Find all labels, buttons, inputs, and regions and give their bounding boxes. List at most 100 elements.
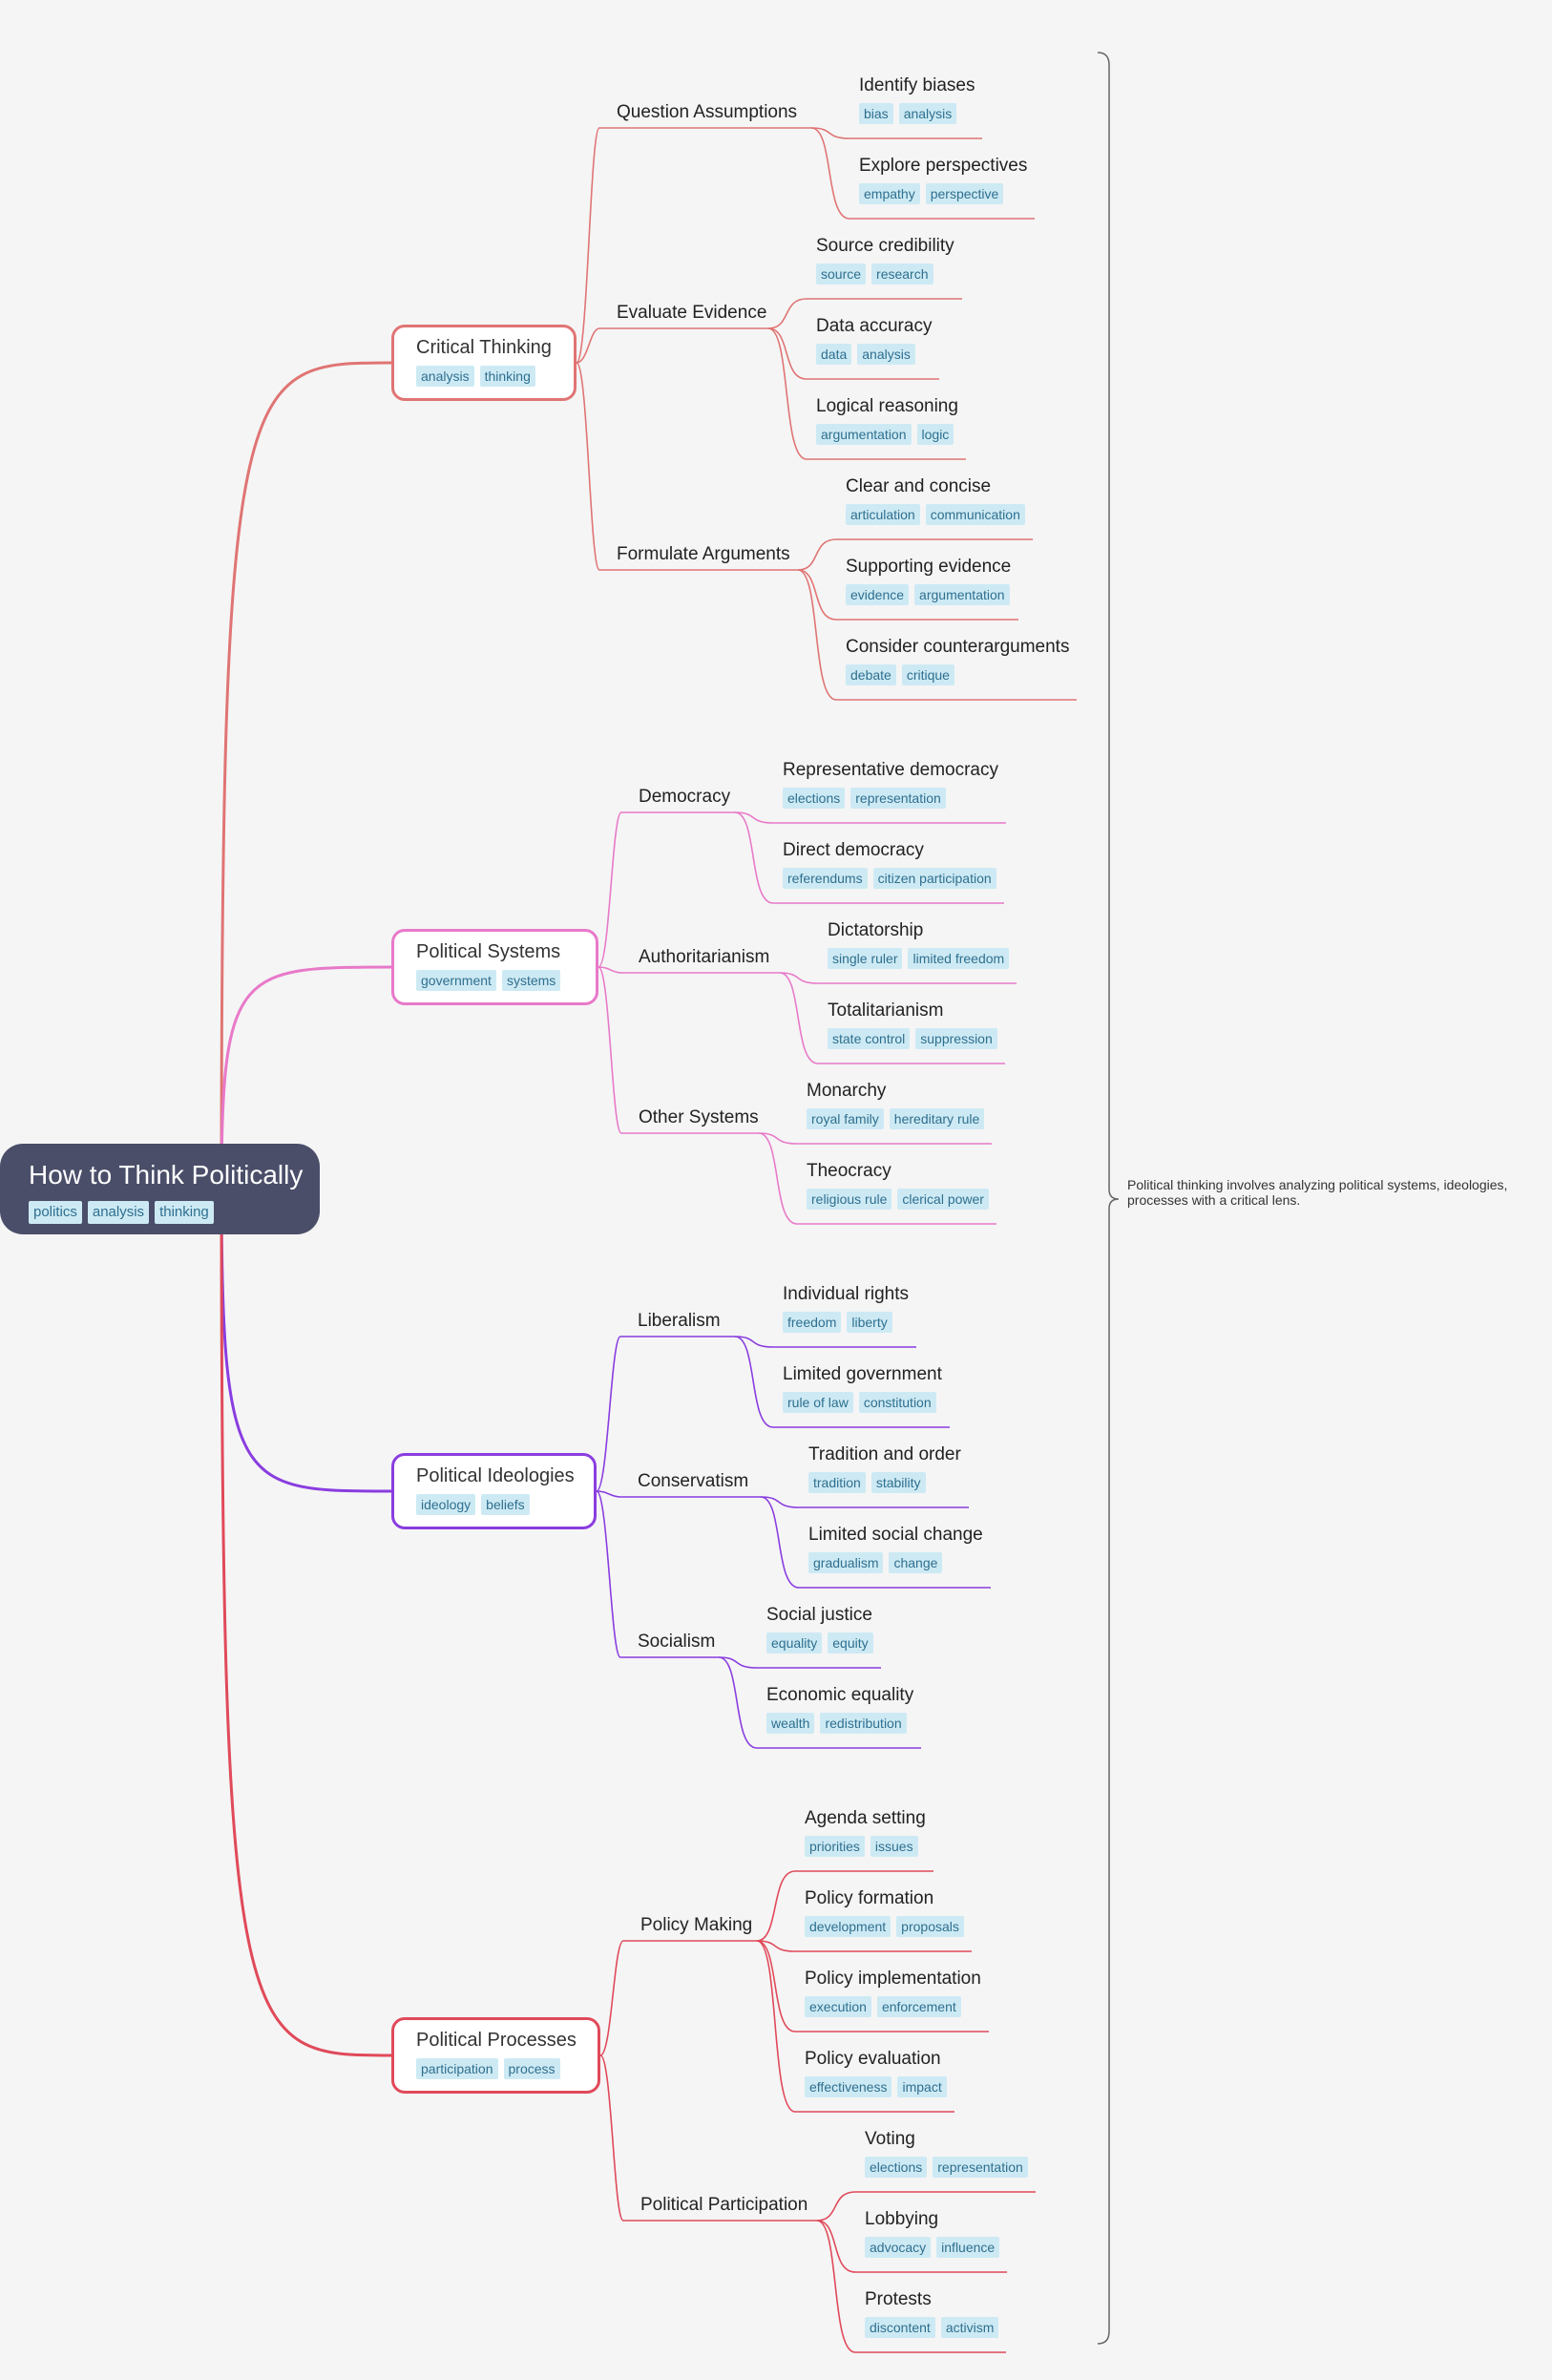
subtopic-conservatism[interactable]: Conservatism	[638, 1471, 749, 1491]
tag: religious rule	[807, 1189, 892, 1210]
connector	[760, 1496, 991, 1589]
tag: perspective	[925, 183, 1004, 204]
tag: research	[871, 263, 933, 284]
tag: discontent	[865, 2317, 935, 2338]
leaf-title: Lobbying	[865, 2209, 939, 2229]
leaf-title: Dictatorship	[828, 920, 924, 940]
summary-line: Political thinking involves analyzing po…	[1127, 1177, 1508, 1192]
connector	[760, 1496, 969, 1508]
tag: constitution	[858, 1392, 936, 1413]
subtopic-evaluate-evidence[interactable]: Evaluate Evidence	[617, 303, 767, 323]
subtopic-liberalism[interactable]: Liberalism	[638, 1311, 721, 1331]
subtopic-socialism[interactable]: Socialism	[638, 1632, 716, 1652]
leaf-title: Individual rights	[783, 1284, 910, 1304]
tag: evidence	[846, 584, 910, 605]
tag: logic	[916, 424, 954, 445]
subtopic-policy-making[interactable]: Policy Making	[640, 1915, 753, 1935]
tag: debate	[846, 664, 896, 685]
leaf-title: Representative democracy	[783, 760, 998, 780]
connector	[718, 1656, 881, 1669]
tag: clerical power	[897, 1189, 989, 1210]
tag: argumentation	[914, 584, 1010, 605]
tag: bias	[859, 103, 893, 124]
tag: analysis	[87, 1201, 150, 1224]
connector	[220, 361, 392, 1190]
subtopic-formulate-arguments[interactable]: Formulate Arguments	[617, 544, 790, 564]
connector	[599, 1940, 757, 2056]
connector	[596, 1490, 761, 1498]
tag: empathy	[859, 183, 920, 204]
leaf-title: Policy implementation	[805, 1969, 981, 1989]
leaf-title: Source credibility	[816, 236, 954, 256]
connector	[779, 972, 1017, 984]
tag: politics	[29, 1201, 82, 1224]
subtopic-democracy[interactable]: Democracy	[639, 787, 731, 807]
subtopic-political-participation[interactable]: Political Participation	[640, 2195, 808, 2215]
connector	[576, 127, 811, 364]
tag: wealth	[766, 1713, 815, 1734]
connector	[734, 1336, 950, 1428]
subtopic-authoritarianism[interactable]: Authoritarianism	[639, 947, 770, 967]
subtopic-other-systems[interactable]: Other Systems	[639, 1107, 759, 1127]
tag: redistribution	[820, 1713, 907, 1734]
connector	[596, 1490, 719, 1658]
tag: beliefs	[481, 1494, 530, 1515]
tag: development	[805, 1916, 891, 1937]
connector	[734, 811, 1004, 904]
leaf-title: Limited government	[783, 1364, 942, 1384]
tag: representation	[933, 2157, 1028, 2178]
tag: rule of law	[783, 1392, 853, 1413]
leaf-title: Economic equality	[766, 1685, 914, 1705]
connector	[756, 1940, 954, 2113]
connector	[734, 1336, 916, 1348]
connector	[599, 2054, 817, 2222]
subtopic-question-assumptions[interactable]: Question Assumptions	[617, 102, 798, 122]
leaf-title: Totalitarianism	[828, 1000, 944, 1021]
tag: source	[816, 263, 867, 284]
tag: liberty	[847, 1312, 892, 1333]
root-node[interactable]: How to Think Politically politics analys…	[0, 1144, 320, 1234]
root-title: How to Think Politically	[29, 1160, 304, 1190]
